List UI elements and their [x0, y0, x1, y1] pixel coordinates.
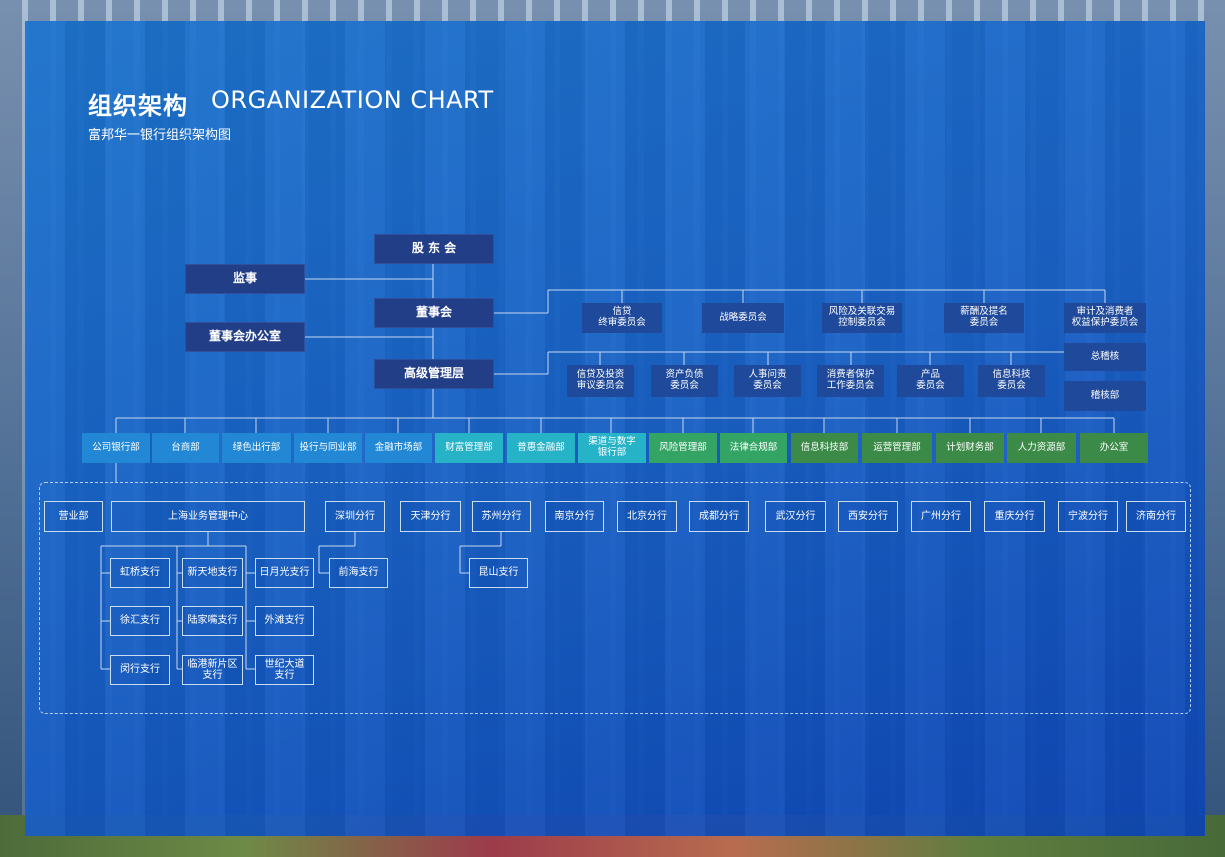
- board-committee-credit: 信贷 终审委员会: [582, 303, 662, 333]
- branch-beijing: 北京分行: [617, 501, 677, 532]
- dept-information-technology: 信息科技部: [791, 433, 858, 463]
- board-committee-strategy: 战略委员会: [702, 303, 784, 333]
- branch-tianjin: 天津分行: [400, 501, 461, 532]
- dept-wealth-management: 财富管理部: [435, 433, 503, 463]
- board-committee-audit: 审计及消费者 权益保护委员会: [1064, 303, 1146, 333]
- audit-department-box: 稽核部: [1064, 381, 1146, 411]
- supervisor-box: 监事: [185, 264, 305, 294]
- sub-branch-qianhai: 前海支行: [329, 558, 388, 588]
- branch-wuhan: 武汉分行: [765, 501, 826, 532]
- branch-chengdu: 成都分行: [689, 501, 749, 532]
- sub-branch-century-avenue: 世纪大道 支行: [255, 655, 314, 685]
- sub-branch-xuhui: 徐汇支行: [110, 606, 170, 636]
- branch-shenzhen: 深圳分行: [325, 501, 385, 532]
- dept-taiwan-business: 台商部: [152, 433, 219, 463]
- sub-branch-xintiandi: 新天地支行: [182, 558, 243, 588]
- dept-inclusive-finance: 普惠金融部: [507, 433, 575, 463]
- branch-jinan: 济南分行: [1126, 501, 1186, 532]
- sub-branch-bund: 外滩支行: [255, 606, 314, 636]
- sub-branch-kunshan: 昆山支行: [469, 558, 528, 588]
- dept-planning-finance: 计划财务部: [936, 433, 1004, 463]
- dept-risk-management: 风险管理部: [649, 433, 717, 463]
- mgmt-committee-alco: 资产负债 委员会: [651, 365, 718, 397]
- sub-branch-minhang: 闵行支行: [110, 655, 170, 685]
- branch-xian: 西安分行: [838, 501, 898, 532]
- branch-business-department: 营业部: [44, 501, 103, 532]
- chief-auditor-box: 总稽核: [1064, 343, 1146, 371]
- branch-guangzhou: 广州分行: [911, 501, 971, 532]
- senior-management-box: 高级管理层: [374, 359, 494, 389]
- dept-green-mobility: 绿色出行部: [222, 433, 291, 463]
- chart-panel: [25, 21, 1205, 836]
- sub-branch-riyueguang: 日月光支行: [255, 558, 314, 588]
- shareholders-box: 股 东 会: [374, 234, 494, 264]
- dept-financial-markets: 金融市场部: [365, 433, 432, 463]
- branch-nanjing: 南京分行: [545, 501, 604, 532]
- branch-shanghai-center: 上海业务管理中心: [111, 501, 305, 532]
- mgmt-committee-personnel: 人事问责 委员会: [734, 365, 801, 397]
- board-office-box: 董事会办公室: [185, 322, 305, 352]
- mgmt-committee-it: 信息科技 委员会: [978, 365, 1045, 397]
- dept-legal-compliance: 法律合规部: [720, 433, 787, 463]
- page-title-english: ORGANIZATION CHART: [211, 86, 494, 114]
- branch-network-container: [39, 482, 1191, 714]
- branch-suzhou: 苏州分行: [472, 501, 531, 532]
- sub-branch-lujiazui: 陆家嘴支行: [182, 606, 243, 636]
- board-committee-risk: 风险及关联交易 控制委员会: [822, 303, 902, 333]
- branch-ningbo: 宁波分行: [1058, 501, 1118, 532]
- dept-human-resources: 人力资源部: [1007, 433, 1076, 463]
- dept-general-office: 办公室: [1080, 433, 1148, 463]
- mgmt-committee-product: 产品 委员会: [897, 365, 964, 397]
- mgmt-committee-credit-investment: 信贷及投资 审议委员会: [567, 365, 634, 397]
- sub-branch-lingang: 临港新片区 支行: [182, 655, 243, 685]
- dept-operations: 运营管理部: [862, 433, 932, 463]
- page-title: 组织架构: [88, 92, 188, 120]
- sub-branch-hongqiao: 虹桥支行: [110, 558, 170, 588]
- board-committee-remuneration: 薪酬及提名 委员会: [944, 303, 1024, 333]
- dept-investment-banking: 投行与同业部: [294, 433, 362, 463]
- board-box: 董事会: [374, 298, 494, 328]
- page-subtitle: 富邦华一银行组织架构图: [88, 128, 232, 143]
- dept-corporate-banking: 公司银行部: [82, 433, 150, 463]
- dept-digital-banking: 渠道与数字 银行部: [578, 433, 646, 463]
- branch-chongqing: 重庆分行: [984, 501, 1045, 532]
- mgmt-committee-consumer: 消费者保护 工作委员会: [817, 365, 884, 397]
